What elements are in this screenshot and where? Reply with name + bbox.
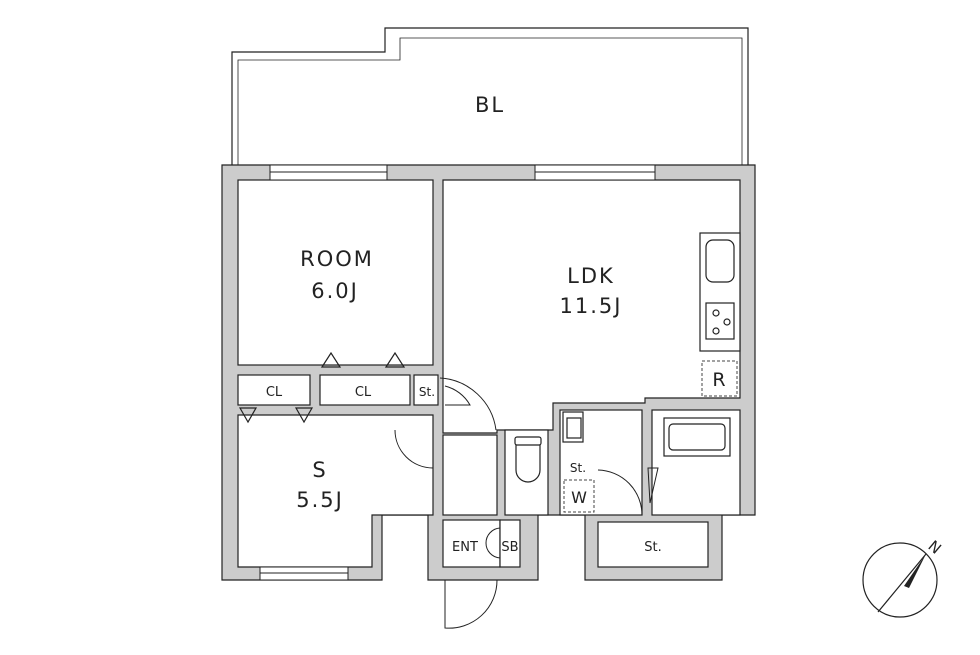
shoe-box bbox=[499, 519, 521, 568]
compass-icon: N bbox=[862, 537, 945, 618]
room-name: ROOM bbox=[300, 247, 374, 271]
washer-space bbox=[563, 479, 595, 513]
s-room-size: 5.5J bbox=[296, 488, 344, 512]
washbasin-icon bbox=[562, 411, 584, 443]
hallway bbox=[442, 434, 498, 516]
storage-small-label: St. bbox=[419, 385, 435, 399]
ldk-size: 11.5J bbox=[560, 294, 623, 318]
storage-small bbox=[413, 374, 439, 406]
washroom bbox=[559, 409, 643, 516]
room-western bbox=[237, 179, 434, 366]
closet-left-label: CL bbox=[266, 385, 283, 400]
closet-left bbox=[237, 374, 311, 406]
bathtub-icon bbox=[663, 417, 731, 457]
sink-icon bbox=[705, 239, 735, 283]
entrance-label: ENT bbox=[452, 540, 478, 555]
windows bbox=[259, 164, 656, 581]
fridge-space bbox=[701, 360, 738, 397]
washer-label: W bbox=[571, 488, 587, 507]
toilet-icon bbox=[514, 436, 542, 483]
balcony-label: BL bbox=[475, 93, 505, 117]
door-swings bbox=[394, 377, 659, 629]
fridge-label: R bbox=[712, 369, 725, 391]
storage-bottom bbox=[597, 521, 709, 568]
s-room-name: S bbox=[312, 458, 327, 482]
room-s bbox=[237, 414, 434, 568]
room-size: 6.0J bbox=[311, 279, 359, 303]
storage-bottom-label: St. bbox=[644, 540, 661, 555]
entrance bbox=[442, 519, 501, 568]
closet-mid-label: CL bbox=[355, 385, 372, 400]
closet-door-icons bbox=[238, 351, 406, 424]
closet-mid bbox=[319, 374, 411, 406]
ldk-name: LDK bbox=[567, 264, 615, 288]
washroom-storage-label: St. bbox=[570, 461, 586, 475]
kitchen-counter bbox=[699, 232, 741, 352]
bathroom bbox=[651, 409, 741, 516]
shoe-box-label: SB bbox=[501, 540, 518, 555]
balcony: BL bbox=[231, 27, 749, 165]
stove-icon bbox=[705, 302, 735, 340]
